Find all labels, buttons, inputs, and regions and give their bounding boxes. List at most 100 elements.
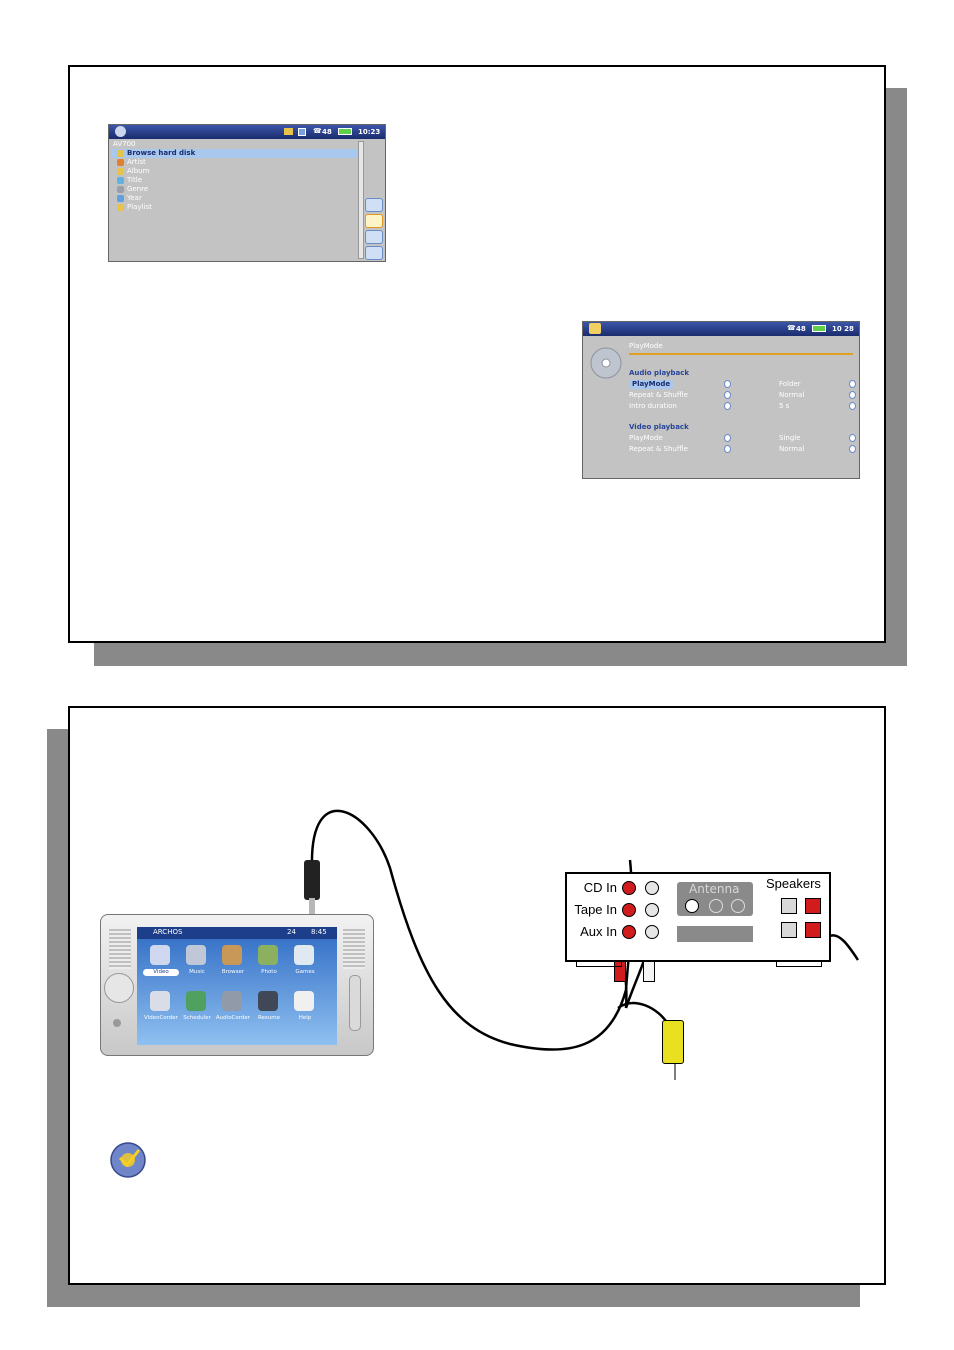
arrow-left-icon[interactable] <box>724 445 731 453</box>
list-item-label: Album <box>127 167 150 175</box>
speaker-terminal-icon <box>805 898 821 914</box>
stereo-input-label: CD In <box>583 880 617 895</box>
root-label: AV700 <box>113 140 136 148</box>
arrow-left-icon[interactable] <box>724 402 731 410</box>
app-icon[interactable] <box>258 991 278 1011</box>
stereo-foot-right <box>776 962 822 967</box>
list-item[interactable]: Artist <box>111 158 357 167</box>
speakers-label: Speakers <box>766 876 821 891</box>
side-button-2[interactable] <box>365 214 383 228</box>
antenna-box: Antenna <box>677 882 753 916</box>
device-side-button[interactable] <box>349 975 361 1031</box>
setting-value: Normal <box>779 445 805 453</box>
app-label[interactable]: Scheduler <box>183 1015 211 1021</box>
settings-check-icon <box>110 1142 146 1178</box>
side-button-4[interactable] <box>365 246 383 260</box>
arrow-left-icon[interactable] <box>724 380 731 388</box>
list-item-icon <box>117 177 124 184</box>
app-icon[interactable] <box>258 945 278 965</box>
playmode-screenshot: ☎ 48 10 28 PlayMode Audio playback PlayM… <box>582 321 860 479</box>
app-icon[interactable] <box>222 945 242 965</box>
yellow-rca-plug <box>662 1020 684 1064</box>
list-item-icon <box>117 186 124 193</box>
setting-label[interactable]: PlayMode <box>629 380 674 389</box>
rca-jack-red-icon <box>622 925 636 939</box>
rca-jack-red-icon <box>622 903 636 917</box>
app-label[interactable]: Photo <box>261 969 277 975</box>
volume-readout: 48 <box>322 128 332 136</box>
arrow-right-icon[interactable] <box>849 434 856 442</box>
setting-value: Single <box>779 434 801 442</box>
app-label[interactable]: Help <box>298 1015 312 1021</box>
app-label[interactable]: Games <box>295 969 315 975</box>
side-button-3[interactable] <box>365 230 383 244</box>
rca-jack-white-icon <box>645 881 659 895</box>
list-item[interactable]: Title <box>111 176 357 185</box>
list-item[interactable]: Genre <box>111 185 357 194</box>
app-icon[interactable] <box>294 945 314 965</box>
setting-value: Folder <box>779 380 801 388</box>
app-label[interactable]: Music <box>189 969 205 975</box>
list-item-icon <box>117 204 124 211</box>
app-icon[interactable] <box>186 991 206 1011</box>
device-speaker-right <box>343 929 365 969</box>
battery-icon <box>812 325 826 332</box>
device-volume: 24 <box>287 928 296 936</box>
list-item[interactable]: Browse hard disk <box>111 149 357 158</box>
list-item-label: Title <box>127 176 143 184</box>
list-item-icon <box>117 150 124 157</box>
app-label[interactable]: Resume <box>257 1015 281 1021</box>
folder-icon <box>284 128 293 135</box>
dpad[interactable] <box>104 973 134 1003</box>
arrow-left-icon[interactable] <box>724 434 731 442</box>
rca-jack-white-icon <box>645 925 659 939</box>
device-time: 8:45 <box>311 928 327 936</box>
app-label[interactable]: Video <box>143 969 179 976</box>
jack-plug <box>304 860 320 900</box>
audio-section-title: Audio playback <box>629 369 690 377</box>
playmode-titlebar: ☎ 48 10 28 <box>583 322 859 336</box>
video-section-title: Video playback <box>629 423 689 431</box>
scrollbar[interactable] <box>358 141 364 259</box>
list-item-label: Year <box>127 194 142 202</box>
app-label[interactable]: Browser <box>221 969 245 975</box>
app-icon[interactable] <box>222 991 242 1011</box>
list-item[interactable]: Album <box>111 167 357 176</box>
setting-label[interactable]: Repeat & Shuffle <box>629 391 688 399</box>
arrow-right-icon[interactable] <box>849 380 856 388</box>
arrow-right-icon[interactable] <box>849 391 856 399</box>
app-icon[interactable] <box>150 945 170 965</box>
setting-label[interactable]: PlayMode <box>629 434 663 442</box>
arrow-right-icon[interactable] <box>849 402 856 410</box>
device-brand: ARCHOS <box>153 928 183 936</box>
speaker-terminal-icon <box>781 898 797 914</box>
list-item[interactable]: Year <box>111 194 357 203</box>
app-label[interactable]: VideoCorder <box>144 1015 178 1021</box>
app-label[interactable]: AudioCorder <box>215 1015 251 1021</box>
setting-label[interactable]: Intro duration <box>629 402 677 410</box>
headphones-icon: ☎ <box>313 127 322 135</box>
cable-yellow-branch <box>617 1002 670 1025</box>
rca-jack-white-icon <box>645 903 659 917</box>
arrow-right-icon[interactable] <box>849 445 856 453</box>
list-item[interactable]: Playlist <box>111 203 357 212</box>
archos-device: ARCHOS 24 8:45 Video Music Browser Photo Gam… <box>100 914 374 1056</box>
speaker-terminal-icon <box>805 922 821 938</box>
app-icon[interactable] <box>294 991 314 1011</box>
stereo-slot <box>677 926 753 942</box>
list-item-label: Browse hard disk <box>127 149 196 157</box>
side-button-1[interactable] <box>365 198 383 212</box>
power-button[interactable] <box>113 1019 121 1027</box>
device-speaker-left <box>109 929 131 969</box>
setting-label[interactable]: Repeat & Shuffle <box>629 445 688 453</box>
arrow-left-icon[interactable] <box>724 391 731 399</box>
app-icon[interactable] <box>150 991 170 1011</box>
app-icon[interactable] <box>186 945 206 965</box>
rca-jack-red-icon <box>622 881 636 895</box>
heading-underline <box>629 353 853 355</box>
speaker-terminal-icon <box>781 922 797 938</box>
